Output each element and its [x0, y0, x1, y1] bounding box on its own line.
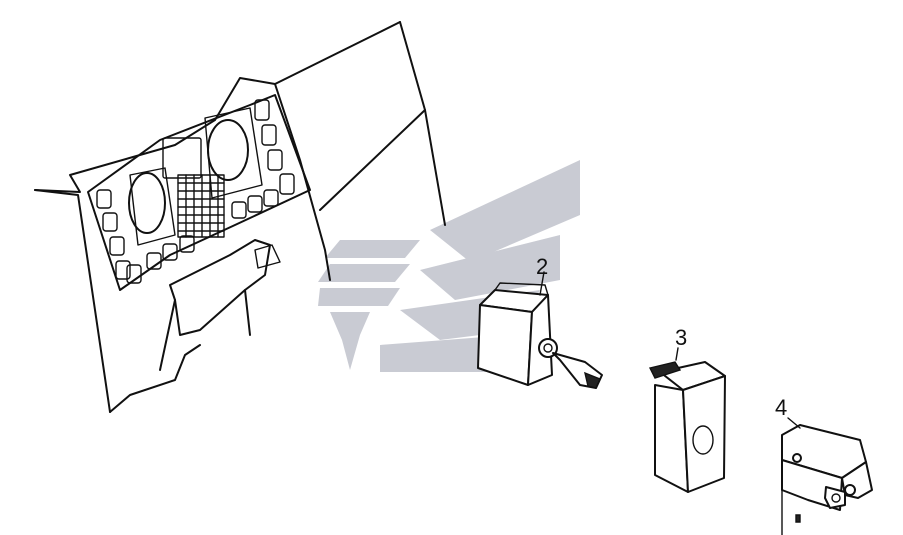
callout-label-4: 4: [775, 395, 787, 420]
callout-label-2: 2: [536, 254, 548, 279]
mounting-bracket: [781, 417, 873, 535]
toggle-switch: [477, 271, 603, 389]
callout-label-3: 3: [675, 325, 687, 350]
dashboard-panel: [34, 21, 446, 413]
rocker-switch-housing: [648, 347, 726, 493]
